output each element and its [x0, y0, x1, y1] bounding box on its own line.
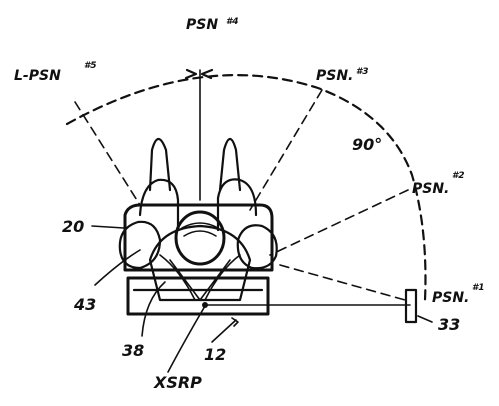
ref-xsrp: XSRP	[153, 373, 202, 392]
right-arm	[236, 224, 278, 270]
right-foot	[218, 137, 242, 192]
label-psn1-num: #1	[472, 283, 485, 293]
psn5-line	[74, 101, 141, 206]
torso	[148, 224, 252, 302]
psn1-dashed-line	[279, 264, 406, 301]
label-angle: 90°	[352, 135, 382, 154]
position-arc	[65, 74, 427, 302]
right-leg	[216, 178, 258, 232]
psn2-line	[269, 189, 409, 256]
srp-point	[202, 302, 208, 308]
seat-base	[126, 276, 270, 316]
item-33	[404, 288, 418, 324]
leader-xsrp	[167, 305, 206, 373]
psn3-line	[249, 89, 323, 211]
left-leg	[138, 178, 180, 232]
ref-33: 33	[438, 315, 460, 334]
leader-38	[141, 281, 166, 337]
ref-38: 38	[122, 341, 144, 360]
leader-20	[91, 225, 125, 229]
ref-43: 43	[73, 295, 96, 314]
label-psn3-num: #3	[356, 67, 369, 77]
label-psn4-num: #4	[226, 17, 239, 27]
label-psn1: PSN.	[432, 290, 469, 306]
torso-lines	[159, 254, 241, 301]
occupant-head	[174, 210, 226, 266]
arc-arrow-left	[184, 68, 198, 80]
label-psn3: PSN.	[316, 68, 353, 84]
item-33-leader	[417, 315, 433, 323]
label-psn5: L-PSN	[14, 68, 61, 84]
label-psn2-num: #2	[452, 171, 465, 181]
label-psn4: PSN	[186, 17, 218, 33]
leader-43	[94, 249, 141, 286]
left-foot	[148, 137, 172, 192]
arc-arrow-right	[200, 68, 214, 80]
left-arm	[118, 220, 162, 270]
seat-frame	[123, 203, 274, 272]
hair-lines	[181, 222, 219, 237]
ref-20: 20	[62, 217, 84, 236]
label-psn2: PSN.	[412, 181, 449, 197]
label-psn5-num: #5	[84, 61, 97, 71]
ref-12: 12	[204, 345, 226, 364]
leader-12	[211, 317, 239, 343]
